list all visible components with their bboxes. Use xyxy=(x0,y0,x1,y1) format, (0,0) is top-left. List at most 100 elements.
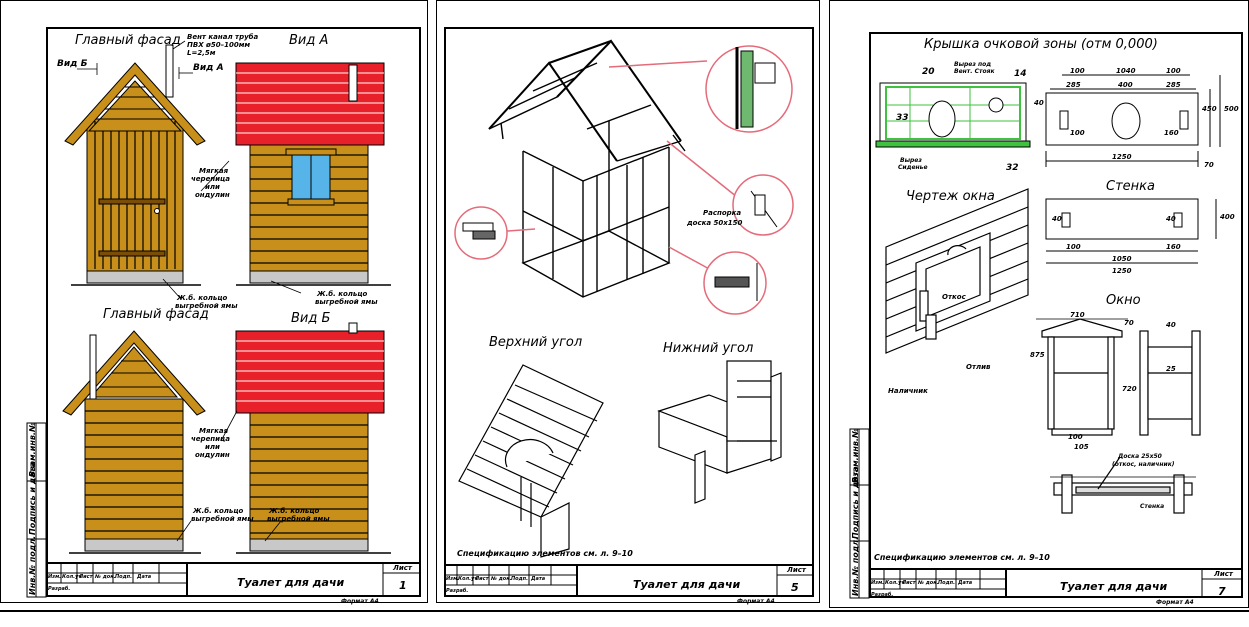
dim-100a: 100 xyxy=(1070,67,1085,75)
wall-title: Стенка xyxy=(1106,179,1155,194)
lower-corner-iso xyxy=(657,360,782,504)
win-dim-70: 70 xyxy=(1124,319,1134,327)
rafter-note-2: доска 50х150 xyxy=(687,219,743,227)
view-b xyxy=(235,322,391,554)
ring-note-bottom-left-2: выгребной ямы xyxy=(191,515,254,523)
sheet-1: Главный фасад Вид А Вид Б Вид А Вент кан… xyxy=(0,0,428,605)
wall-dim-1050: 1050 xyxy=(1112,255,1132,263)
ring-note-bottom-right-2: выгребной ямы xyxy=(267,515,330,523)
tb-col-3: Лист xyxy=(79,574,93,580)
roof-note-b-2: черепица xyxy=(191,435,230,443)
view-a xyxy=(235,62,391,286)
otliv-label: Отлив xyxy=(966,363,991,371)
roof-note-b-1: Мягкая xyxy=(199,427,229,435)
tb7-col-2: Кол.уч xyxy=(885,580,905,586)
tb-col-5: Подп. xyxy=(115,574,133,580)
label-33: 33 xyxy=(896,113,909,123)
dim-160: 160 xyxy=(1164,129,1179,137)
lid-plan xyxy=(875,82,1031,148)
view-b-title: Вид Б xyxy=(291,311,331,326)
front-facade-bottom-title: Главный фасад xyxy=(103,307,209,322)
label-32: 32 xyxy=(1006,163,1019,173)
stenka-note: Стенка xyxy=(1140,503,1165,510)
spec-note-7: Спецификацию элементов см. л. 9–10 xyxy=(874,553,1050,562)
sheet-7-title: Туалет для дачи xyxy=(1060,580,1168,593)
wall-dim-400: 400 xyxy=(1220,213,1235,221)
sheet-1-frame xyxy=(46,27,421,597)
dim-500: 500 xyxy=(1224,105,1239,113)
spec-note-5: Спецификацию элементов см. л. 9–10 xyxy=(457,549,633,558)
tb7-col-5: Подп. xyxy=(938,580,956,586)
win-dim-720: 720 xyxy=(1122,385,1137,393)
win-dim-710: 710 xyxy=(1070,311,1085,319)
sheet-7-format: Формат А4 xyxy=(1156,599,1194,606)
sheet-1-sheet-label: Лист xyxy=(393,564,412,572)
tb5-developer: Разраб. xyxy=(446,588,469,594)
side7-stamp-1: Инв.№ подл. xyxy=(851,536,860,596)
rafter-note-1: Распорка xyxy=(703,209,742,217)
otkos-label: Откос xyxy=(942,293,966,301)
label-14: 14 xyxy=(1014,69,1027,79)
sheet-5-number: 5 xyxy=(791,581,799,594)
tb7-col-1: Изм. xyxy=(871,580,885,586)
ring-note-bottom-right-1: Ж.б. кольцо xyxy=(269,507,320,515)
lower-corner-title: Нижний угол xyxy=(663,341,754,356)
tb-col-6: Дата xyxy=(137,574,152,580)
cut-note-3: Вырез xyxy=(900,157,922,164)
dim-450: 450 xyxy=(1202,105,1217,113)
sheet-5-frame xyxy=(444,27,814,597)
label-20: 20 xyxy=(922,67,935,77)
frame-isometric xyxy=(488,39,686,298)
sheet-7-drawing xyxy=(849,74,1243,599)
ring-note-top-right-1: Ж.б. кольцо xyxy=(317,290,368,298)
front-facade-bottom xyxy=(62,330,206,554)
dim-100b: 100 xyxy=(1166,67,1181,75)
upper-corner-title: Верхний угол xyxy=(489,335,583,350)
window-drawing-title: Чертеж окна xyxy=(906,189,995,204)
sheet-5-sheet-label: Лист xyxy=(787,566,806,574)
arrow-a-label: Вид А xyxy=(193,63,224,73)
sheet-7-sheet-label: Лист xyxy=(1214,570,1233,578)
roof-note-b-4: ондулин xyxy=(195,451,230,459)
tb7-col-3: Лист xyxy=(902,580,916,586)
sheet-7-number: 7 xyxy=(1218,585,1226,598)
front-facade-top-title: Главный фасад xyxy=(75,33,181,48)
win-dim-100: 100 xyxy=(1068,433,1083,441)
lid-title: Крышка очковой зоны (отм 0,000) xyxy=(924,37,1158,52)
sheet-1-number: 1 xyxy=(399,579,407,592)
sheet-7: Крышка очковой зоны (отм 0,000) 20 14 33… xyxy=(829,0,1249,608)
wall-dim-160: 160 xyxy=(1166,243,1181,251)
sheet-1-title: Туалет для дачи xyxy=(237,576,345,589)
win-dim-40: 40 xyxy=(1166,321,1176,329)
sheet-1-drawing xyxy=(26,40,421,598)
lid-dims xyxy=(1045,74,1221,167)
board-note-2: (откос, наличник) xyxy=(1112,461,1175,468)
cut-note-2: Вент. Стояк xyxy=(954,68,995,75)
win-dim-875: 875 xyxy=(1030,351,1045,359)
upper-corner-iso xyxy=(458,364,604,558)
side-stamp-1: Инв.№ подл. xyxy=(28,535,37,595)
tb-col-4: № док. xyxy=(95,574,116,580)
dim-40: 40 xyxy=(1034,99,1044,107)
tb7-developer: Разраб. xyxy=(871,592,894,598)
dim-400: 400 xyxy=(1118,81,1133,89)
sheet-1-format: Формат А4 xyxy=(341,598,379,605)
tb5-col-4: № док. xyxy=(491,576,512,582)
tb-col-1: Изм. xyxy=(48,574,62,580)
window-elevation xyxy=(1036,318,1201,436)
wall-dim-40b: 40 xyxy=(1166,215,1176,223)
view-a-title: Вид А xyxy=(289,33,329,48)
board-note-1: Доска 25х50 xyxy=(1118,453,1162,460)
dim-1040: 1040 xyxy=(1116,67,1136,75)
tb5-col-2: Кол.уч xyxy=(458,576,478,582)
vent-note-1: Вент канал труба xyxy=(187,33,259,41)
win-dim-25: 25 xyxy=(1166,365,1176,373)
sheet-5: Распорка доска 50х150 Верхний угол Нижни… xyxy=(436,0,820,605)
tb5-col-3: Лист xyxy=(475,576,489,582)
detail-contents xyxy=(462,47,778,301)
win-dim-105: 105 xyxy=(1074,443,1089,451)
tb-col-2: Кол.уч xyxy=(62,574,82,580)
dim-100c: 100 xyxy=(1070,129,1085,137)
roof-note-1: Мягкая xyxy=(199,167,229,175)
tb7-col-4: № док. xyxy=(918,580,939,586)
